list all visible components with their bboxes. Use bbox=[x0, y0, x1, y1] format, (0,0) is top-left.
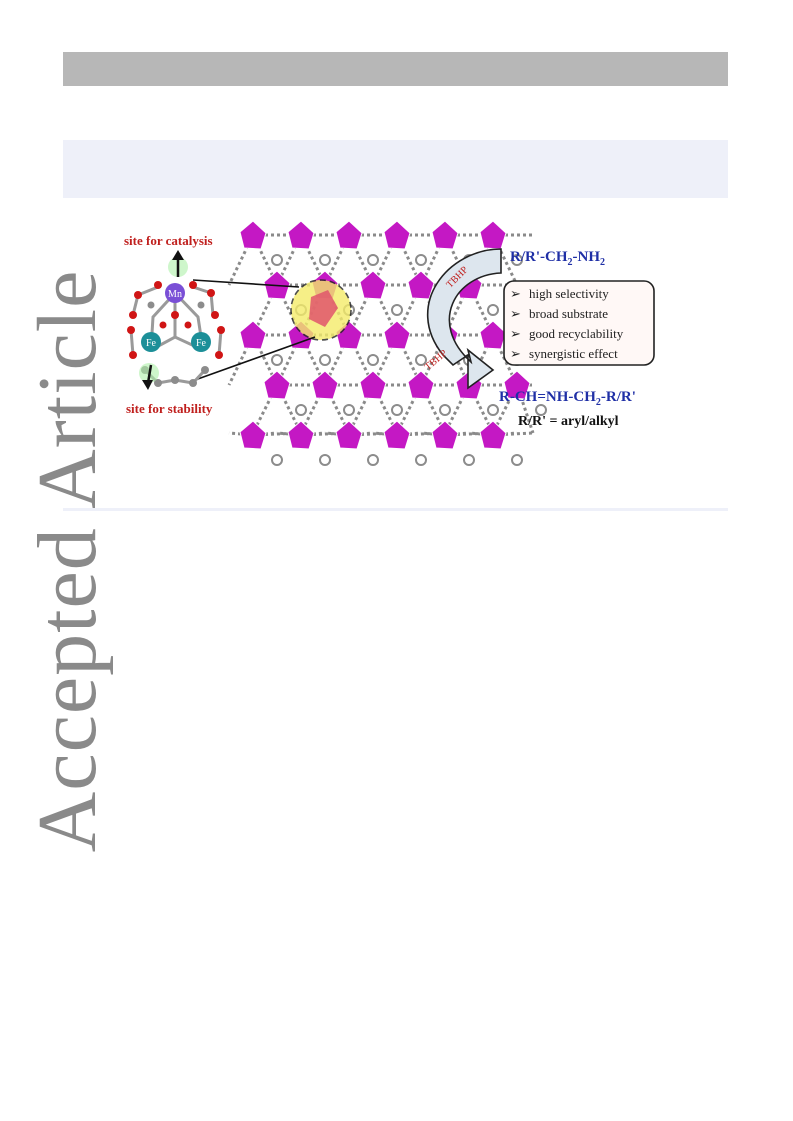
metal-polyhedron bbox=[383, 220, 411, 250]
fe-center-right bbox=[191, 332, 211, 352]
fe-center-left bbox=[141, 332, 161, 352]
metal-polyhedron bbox=[407, 270, 435, 300]
linker-ring bbox=[511, 254, 523, 266]
feature-arrow-icon: ➢ bbox=[510, 326, 521, 341]
header-bar bbox=[63, 52, 728, 86]
feature-item: high selectivity bbox=[529, 286, 609, 301]
feature-item: synergistic effect bbox=[529, 346, 618, 361]
linker-ring bbox=[487, 404, 499, 416]
metal-polyhedron bbox=[359, 270, 387, 300]
metal-polyhedron bbox=[479, 420, 507, 450]
linker-ring bbox=[319, 254, 331, 266]
metal-polyhedron bbox=[335, 420, 363, 450]
site-for-stability-label: site for stability bbox=[126, 401, 213, 416]
metal-polyhedron bbox=[239, 420, 267, 450]
linker-ring bbox=[271, 454, 283, 466]
linker-ring bbox=[415, 354, 427, 366]
linker-ring bbox=[343, 404, 355, 416]
connector-line-lower bbox=[194, 336, 316, 381]
linker-ring bbox=[511, 454, 523, 466]
metal-polyhedron bbox=[263, 370, 291, 400]
linker-ring bbox=[391, 404, 403, 416]
mn-label: Mn bbox=[168, 289, 182, 300]
metal-polyhedron bbox=[431, 420, 459, 450]
title-band bbox=[63, 140, 728, 198]
linker-ring bbox=[367, 254, 379, 266]
linker-ring bbox=[319, 354, 331, 366]
linker-ring bbox=[319, 454, 331, 466]
reactant-formula: R/R'-CH2-NH2 bbox=[510, 249, 605, 268]
linker-ring bbox=[295, 404, 307, 416]
metal-polyhedron bbox=[503, 370, 531, 400]
linker-ring bbox=[487, 304, 499, 316]
linker-ring bbox=[367, 454, 379, 466]
linker-ring bbox=[391, 304, 403, 316]
mn-center bbox=[165, 283, 185, 303]
metal-polyhedron bbox=[287, 220, 315, 250]
features-list: ➢ high selectivity ➢ broad substrate ➢ g… bbox=[510, 286, 624, 361]
metal-polyhedron bbox=[479, 220, 507, 250]
metal-polyhedron bbox=[383, 420, 411, 450]
linker-ring bbox=[535, 404, 547, 416]
metal-polyhedron bbox=[359, 370, 387, 400]
linker-ring bbox=[415, 254, 427, 266]
reaction-arrow bbox=[426, 248, 502, 390]
toc-graphic: Mn Fe Fe site for catalysis site for sta… bbox=[63, 205, 728, 505]
site-for-catalysis-label: site for catalysis bbox=[124, 233, 213, 248]
connector-line-upper bbox=[192, 279, 300, 288]
linker-ring bbox=[271, 254, 283, 266]
product-formula: R-CH=NH-CH2-R/R' bbox=[499, 389, 636, 408]
metal-polyhedron bbox=[431, 220, 459, 250]
feature-item: broad substrate bbox=[529, 306, 608, 321]
metal-polyhedron bbox=[311, 370, 339, 400]
linker-ring bbox=[463, 454, 475, 466]
metal-polyhedron bbox=[407, 370, 435, 400]
trinuclear-cluster-model: Mn Fe Fe bbox=[127, 250, 225, 390]
bottom-rule bbox=[63, 508, 728, 511]
fe-label-left: Fe bbox=[146, 338, 157, 349]
linker-ring bbox=[271, 354, 283, 366]
metal-polyhedron bbox=[335, 220, 363, 250]
feature-arrow-icon: ➢ bbox=[510, 346, 521, 361]
feature-arrow-icon: ➢ bbox=[510, 306, 521, 321]
metal-polyhedron bbox=[383, 320, 411, 350]
metal-polyhedron bbox=[479, 320, 507, 350]
linker-ring bbox=[439, 404, 451, 416]
metal-polyhedron bbox=[239, 220, 267, 250]
linker-ring bbox=[415, 454, 427, 466]
linker-ring bbox=[367, 354, 379, 366]
fe-label-right: Fe bbox=[196, 338, 207, 349]
feature-item: good recyclability bbox=[529, 326, 624, 341]
metal-polyhedron bbox=[239, 320, 267, 350]
r-definition: R/R' = aryl/alkyl bbox=[518, 414, 619, 429]
metal-polyhedron bbox=[287, 420, 315, 450]
highlighted-polyhedron bbox=[309, 290, 338, 327]
feature-arrow-icon: ➢ bbox=[510, 286, 521, 301]
features-box bbox=[503, 280, 655, 366]
toc-graphic-svg: Mn Fe Fe site for catalysis site for sta… bbox=[124, 220, 655, 466]
